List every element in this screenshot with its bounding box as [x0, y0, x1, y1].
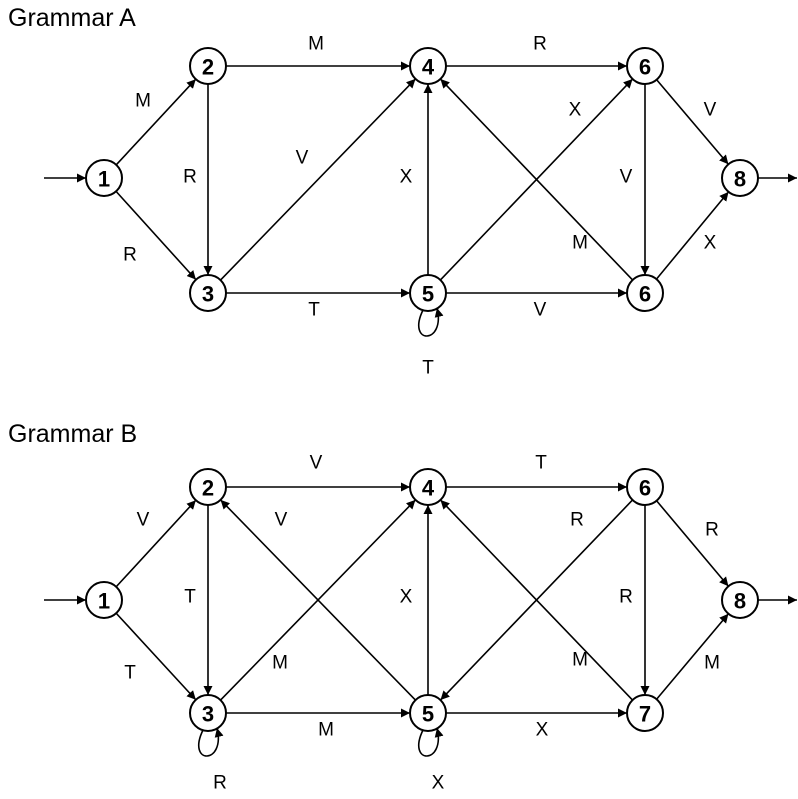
- grammar-a-edge-a5-to-a4-label: X: [400, 167, 413, 188]
- grammar-a-edge-a6t-to-a8-label: V: [704, 100, 717, 121]
- grammar-a-edge-a5-to-a5-label: T: [422, 358, 434, 379]
- grammar-b-edge-b7-to-b8-label: M: [704, 653, 720, 674]
- grammar-a-edge-a6t-to-a8: [656, 79, 729, 165]
- grammar-a-edge-a6b-to-a4: [439, 78, 634, 281]
- grammar-b-node-circle-b2: [189, 468, 227, 506]
- grammar-a-edge-a1-to-a3: [115, 190, 197, 281]
- grammar-b-node-label-b1: 1: [98, 589, 110, 614]
- grammar-b-edge-b6-to-b5-label: R: [570, 510, 584, 531]
- grammar-a-node-circle-a1: [85, 159, 123, 197]
- grammar-b-node-label-b6: 6: [639, 476, 651, 501]
- grammar-a-node-a2: 2: [189, 47, 227, 85]
- grammar-a-node-circle-a2: [189, 47, 227, 85]
- grammar-b-edge-b1-to-b2: [115, 499, 197, 588]
- grammar-a-node-label-a2: 2: [202, 55, 214, 80]
- grammar-a-edge-a1-to-a2: [115, 78, 197, 166]
- grammar-b-node-b6: 6: [626, 468, 664, 506]
- grammar-a-node-label-a8: 8: [734, 167, 746, 192]
- grammar-b-edge-b5-to-b7-label: X: [536, 720, 549, 741]
- grammar-b-node-label-b7: 7: [639, 702, 651, 727]
- grammar-a-edge-a5-to-a6b-label: V: [534, 300, 547, 321]
- grammar-b-edge-b5-to-b2-label: V: [275, 510, 288, 531]
- grammar-a-node-circle-a8: [721, 159, 759, 197]
- grammar-b-node-circle-b3: [189, 694, 227, 732]
- grammar-a-edge-a6b-to-a4-label: M: [572, 233, 588, 254]
- grammar-b-edge-b7-to-b4-label: M: [572, 650, 588, 671]
- grammar-b-node-b3: 3: [189, 694, 227, 732]
- grammar-b-node-label-b3: 3: [202, 702, 214, 727]
- grammar-a-edge-a6t-to-a6b-label: V: [620, 167, 633, 188]
- grammar-a-edge-a3-to-a4: [219, 78, 417, 281]
- grammar-b-node-circle-b4: [409, 468, 447, 506]
- grammar-a-edge-a3-to-a4-label: V: [296, 148, 309, 169]
- grammar-b-self-loop-b5: [417, 727, 444, 757]
- grammar-a-edge-a6b-to-a8: [655, 191, 730, 280]
- grammar-a-node-label-a5: 5: [422, 282, 434, 307]
- grammar-b-edge-b7-to-b8: [655, 613, 730, 700]
- grammar-b-edge-b6-to-b7-label: R: [619, 587, 633, 608]
- grammar-a-edge-a3-to-a5-label: T: [308, 300, 320, 321]
- grammar-b-edge-b7-to-b4: [439, 499, 634, 701]
- grammar-b-node-b8: 8: [721, 581, 759, 619]
- grammar-a-node-label-a6b: 6: [639, 282, 651, 307]
- grammar-a-node-a6b: 6: [626, 274, 664, 312]
- grammar-a-node-circle-a6b: [626, 274, 664, 312]
- grammar-b-edge-b3-to-b5-label: M: [318, 720, 334, 741]
- grammar-b-edge-b3-to-b3-label: R: [213, 773, 227, 794]
- grammar-b-node-b2: 2: [189, 468, 227, 506]
- grammar-a-node-a4: 4: [409, 47, 447, 85]
- grammar-a-edge-a5-to-a6t-label: X: [569, 100, 582, 121]
- grammar-a-edge-a1-to-a2-label: M: [135, 91, 151, 112]
- grammar-b-edge-b1-to-b2-label: V: [137, 510, 150, 531]
- grammar-a-edge-a6b-to-a8-label: X: [704, 233, 717, 254]
- grammar-a-edge-a2-to-a4-label: M: [308, 34, 324, 55]
- grammar-b-node-circle-b1: [85, 581, 123, 619]
- grammar-b-node-label-b2: 2: [202, 476, 214, 501]
- grammar-a-node-a5: 5: [409, 274, 447, 312]
- grammar-b-edge-b2-to-b4-label: V: [310, 453, 323, 474]
- grammar-b-edge-b6-to-b8: [655, 500, 730, 587]
- grammar-b-node-b7: 7: [626, 694, 664, 732]
- grammar-b-edge-b3-to-b4-label: M: [272, 653, 288, 674]
- grammar-b-node-circle-b5: [409, 694, 447, 732]
- grammar-a-node-label-a1: 1: [98, 167, 110, 192]
- grammar-b-node-label-b8: 8: [734, 589, 746, 614]
- grammar-a-title: Grammar A: [8, 4, 136, 32]
- grammar-a-node-circle-a3: [189, 274, 227, 312]
- grammar-b-node-circle-b7: [626, 694, 664, 732]
- grammar-b-node-label-b5: 5: [422, 702, 434, 727]
- grammar-b-edge-b1-to-b3: [115, 612, 197, 701]
- grammar-a-node-a6t: 6: [626, 47, 664, 85]
- grammar-b-edge-b5-to-b4-label: X: [400, 587, 413, 608]
- grammar-a-node-circle-a6t: [626, 47, 664, 85]
- grammar-a-edge-a4-to-a6t-label: R: [533, 34, 547, 55]
- grammar-a-node-a1: 1: [85, 159, 123, 197]
- grammar-b-node-label-b4: 4: [422, 476, 435, 501]
- grammar-b-node-b4: 4: [409, 468, 447, 506]
- grammar-b-title: Grammar B: [8, 420, 138, 448]
- grammar-b-edge-b5-to-b2: [219, 499, 417, 701]
- grammar-a-edge-a1-to-a3-label: R: [123, 245, 137, 266]
- grammar-a-node-circle-a5: [409, 274, 447, 312]
- grammar-a-node-label-a4: 4: [422, 55, 435, 80]
- grammar-b-node-circle-b6: [626, 468, 664, 506]
- grammar-b-self-loop-b3: [197, 727, 224, 757]
- grammar-b-edge-b2-to-b3-label: T: [184, 587, 196, 608]
- grammar-a-node-a3: 3: [189, 274, 227, 312]
- grammar-a-node-label-a6t: 6: [639, 55, 651, 80]
- grammar-b-node-circle-b8: [721, 581, 759, 619]
- grammar-a-node-label-a3: 3: [202, 282, 214, 307]
- grammar-b-node-b1: 1: [85, 581, 123, 619]
- grammar-a-edge-a2-to-a3-label: R: [183, 167, 197, 188]
- grammar-b-edge-b1-to-b3-label: T: [124, 663, 136, 684]
- grammar-a-node-a8: 8: [721, 159, 759, 197]
- grammar-a-node-circle-a4: [409, 47, 447, 85]
- grammar-b-edge-b5-to-b5-label: X: [432, 773, 445, 794]
- grammar-b-edge-b4-to-b6-label: T: [535, 453, 547, 474]
- grammar-b-edge-b6-to-b8-label: R: [705, 520, 719, 541]
- grammar-a-self-loop-a5: [417, 307, 444, 337]
- grammar-b-node-b5: 5: [409, 694, 447, 732]
